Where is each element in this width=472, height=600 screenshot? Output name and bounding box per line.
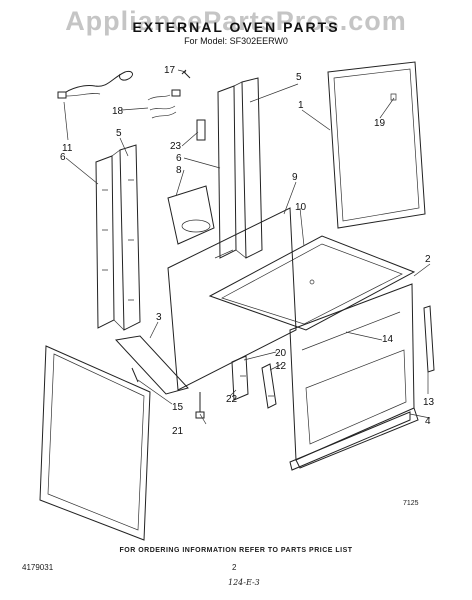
watermark: AppliancePartsPros.com xyxy=(65,6,407,36)
callout-20: 20 xyxy=(275,348,287,359)
callout-11: 11 xyxy=(62,143,73,154)
part-frame-top-right[interactable] xyxy=(327,61,426,229)
callout-8: 8 xyxy=(176,165,182,176)
part-side-panel-left[interactable] xyxy=(95,144,141,331)
callout-21: 21 xyxy=(172,426,184,437)
part-hinge-assembly[interactable] xyxy=(231,355,277,409)
diagram-title: EXTERNAL OVEN PARTS xyxy=(132,19,340,35)
callout-labels: 1 2 3 4 5 5 6 6 8 9 10 11 12 13 14 15 17… xyxy=(60,65,435,437)
page-number: 2 xyxy=(232,563,237,572)
part-leveling-leg[interactable] xyxy=(131,367,205,419)
part-number: 4179031 xyxy=(22,563,54,572)
part-front-frame[interactable] xyxy=(289,283,419,469)
part-kick-panel[interactable] xyxy=(289,411,411,471)
part-back-panel[interactable] xyxy=(167,207,297,391)
part-bottom-left-panel[interactable] xyxy=(39,345,151,541)
callout-3: 3 xyxy=(156,312,162,323)
callout-15: 15 xyxy=(172,402,184,413)
part-cooktop-top[interactable] xyxy=(208,235,416,331)
callout-5-right: 5 xyxy=(296,72,302,83)
part-bracket-8[interactable] xyxy=(167,185,215,245)
handwritten-note: 124-E-3 xyxy=(228,578,260,587)
ordering-footer: FOR ORDERING INFORMATION REFER TO PARTS … xyxy=(119,547,353,554)
part-side-panel-right[interactable] xyxy=(196,77,263,259)
leader-lines xyxy=(63,69,431,425)
callout-12: 12 xyxy=(275,361,287,372)
callout-22: 22 xyxy=(226,394,238,405)
callout-10: 10 xyxy=(295,202,307,213)
callout-17: 17 xyxy=(164,65,176,76)
callout-13: 13 xyxy=(423,397,435,408)
part-screw-17[interactable] xyxy=(181,69,191,79)
callout-6-left: 6 xyxy=(60,152,66,163)
callout-19: 19 xyxy=(374,118,386,129)
part-trim-strip[interactable] xyxy=(423,305,435,373)
callout-2: 2 xyxy=(425,254,431,265)
part-wire-harness[interactable] xyxy=(147,89,181,119)
callout-6-right: 6 xyxy=(176,153,182,164)
callout-18: 18 xyxy=(112,106,124,117)
illustration-code: 7125 xyxy=(403,500,419,507)
callout-23: 23 xyxy=(170,141,182,152)
callout-14: 14 xyxy=(382,334,394,345)
callout-9: 9 xyxy=(292,172,298,183)
callout-1: 1 xyxy=(298,100,304,111)
part-power-cord[interactable] xyxy=(57,71,133,99)
callout-5-left: 5 xyxy=(116,128,122,139)
callout-4: 4 xyxy=(425,416,431,427)
part-base-rail[interactable] xyxy=(115,335,189,395)
model-subtitle: For Model: SF302EERW0 xyxy=(184,36,288,46)
